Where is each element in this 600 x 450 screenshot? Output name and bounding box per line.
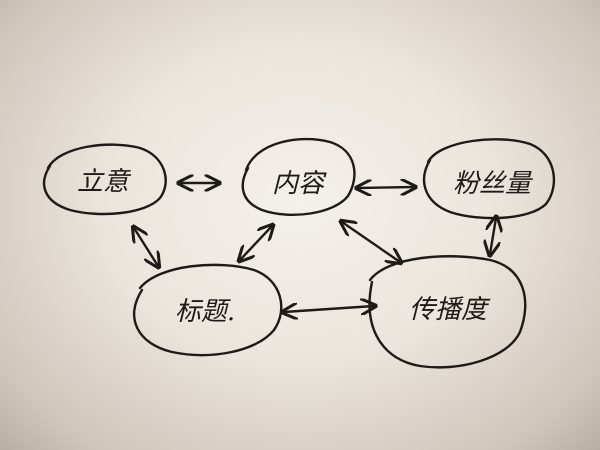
edge-neirong-biaoti-arrow [240, 226, 272, 260]
node-neirong-ellipse [241, 137, 356, 216]
node-chuanbodu-ellipse [368, 255, 527, 369]
edge-biaoti-chuanbodu-arrow [284, 306, 374, 312]
node-fensiliang-label: 粉丝量 [453, 169, 534, 199]
edge-neirong-chuanbodu-arrow [342, 222, 400, 262]
node-chuanbodu-label: 传播度 [409, 295, 491, 325]
node-biaoti-ellipse [132, 263, 283, 357]
edge-fensiliang-chuanbodu-arrow [490, 218, 496, 254]
node-fensiliang: 粉丝量 [422, 138, 556, 220]
node-neirong-label: 内容 [272, 169, 327, 199]
node-liyi: 立意 [42, 143, 167, 216]
node-liyi-ellipse [42, 143, 167, 216]
node-liyi-label: 立意 [77, 167, 132, 197]
node-chuanbodu: 传播度 [368, 255, 527, 369]
edge-liyi-biaoti-arrow [134, 228, 158, 266]
node-fensiliang-ellipse [422, 138, 556, 220]
node-biaoti: 标题. [132, 263, 283, 357]
edge-neirong-fensiliang-arrow [358, 187, 414, 188]
node-biaoti-label: 标题. [175, 297, 235, 327]
node-neirong: 内容 [241, 137, 356, 216]
